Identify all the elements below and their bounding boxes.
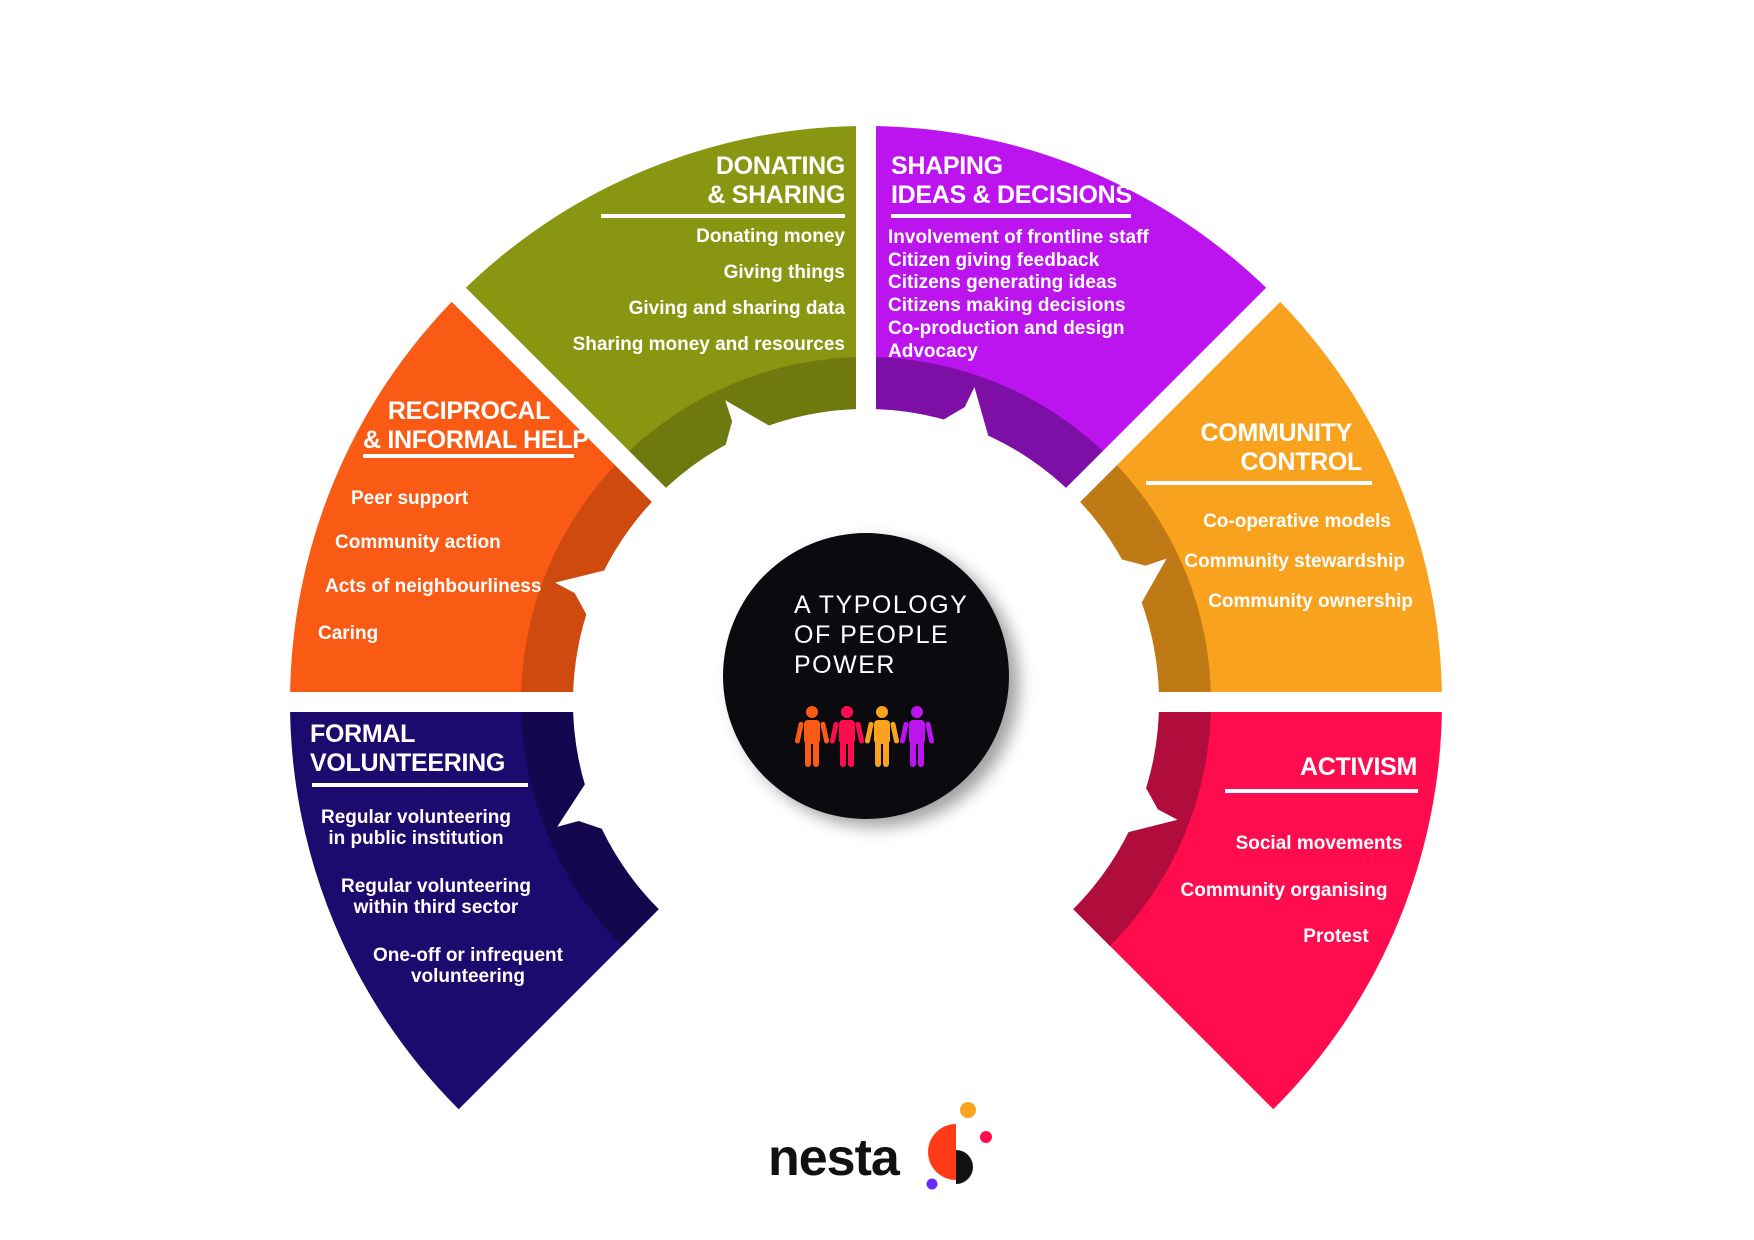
activism-item: Community organising xyxy=(1180,880,1388,901)
formal-volunteering-underline xyxy=(312,783,528,787)
shaping-items: Involvement of frontline staff Citizen g… xyxy=(888,227,1149,363)
shaping-item: Advocacy xyxy=(888,340,978,362)
gear-tooth xyxy=(1125,785,1178,833)
gear-tooth xyxy=(941,387,989,439)
activism-title: ACTIVISM xyxy=(1299,753,1417,781)
logo-half-black xyxy=(956,1150,973,1184)
reciprocal-item: Peer support xyxy=(351,488,469,509)
community-control-underline xyxy=(1146,481,1372,485)
activism-underline xyxy=(1225,789,1418,793)
gear-tooth xyxy=(1119,558,1167,605)
gear-tooth xyxy=(555,569,607,617)
shaping-inner-band xyxy=(866,357,1110,495)
shaping-underline xyxy=(891,214,1131,218)
shaping-item: Involvement of frontline staff xyxy=(888,227,1149,248)
person-icon xyxy=(899,706,935,767)
community-control-item: Community ownership xyxy=(1208,591,1413,612)
shaping-item: Co-production and design xyxy=(888,317,1125,339)
gear-tooth xyxy=(724,400,772,448)
logo-half-red xyxy=(928,1124,956,1180)
nesta-logo-text: nesta xyxy=(768,1129,900,1187)
donating-item: Sharing money and resources xyxy=(572,334,845,355)
donating-item: Giving things xyxy=(723,262,845,283)
person-icon xyxy=(794,706,830,767)
gear-tooth xyxy=(557,782,605,830)
logo-dot-violet xyxy=(926,1178,938,1190)
donating-underline xyxy=(601,214,845,218)
donating-item: Giving and sharing data xyxy=(628,298,845,319)
hub-circle xyxy=(723,533,1009,819)
reciprocal-item: Community action xyxy=(335,532,501,553)
donating-item: Donating money xyxy=(696,226,845,247)
shaping-item: Citizen giving feedback xyxy=(888,249,1100,271)
logo-dot-orange xyxy=(960,1102,976,1118)
reciprocal-item: Caring xyxy=(318,623,379,644)
reciprocal-item: Acts of neighbourliness xyxy=(325,576,542,597)
reciprocal-title: RECIPROCAL& INFORMAL HELP xyxy=(363,397,589,454)
donating-title: DONATING& SHARING xyxy=(707,152,845,209)
activism-item: Social movements xyxy=(1235,833,1403,854)
person-icon xyxy=(829,706,865,767)
shaping-item: Citizens generating ideas xyxy=(888,272,1118,294)
logo-dot-pink xyxy=(980,1131,992,1143)
shaping-item: Citizens making decisions xyxy=(888,295,1126,317)
community-control-item: Co-operative models xyxy=(1203,511,1391,532)
person-icon xyxy=(864,706,900,767)
community-control-item: Community stewardship xyxy=(1184,551,1405,572)
activism-item: Protest xyxy=(1303,926,1369,947)
reciprocal-underline xyxy=(363,454,574,458)
